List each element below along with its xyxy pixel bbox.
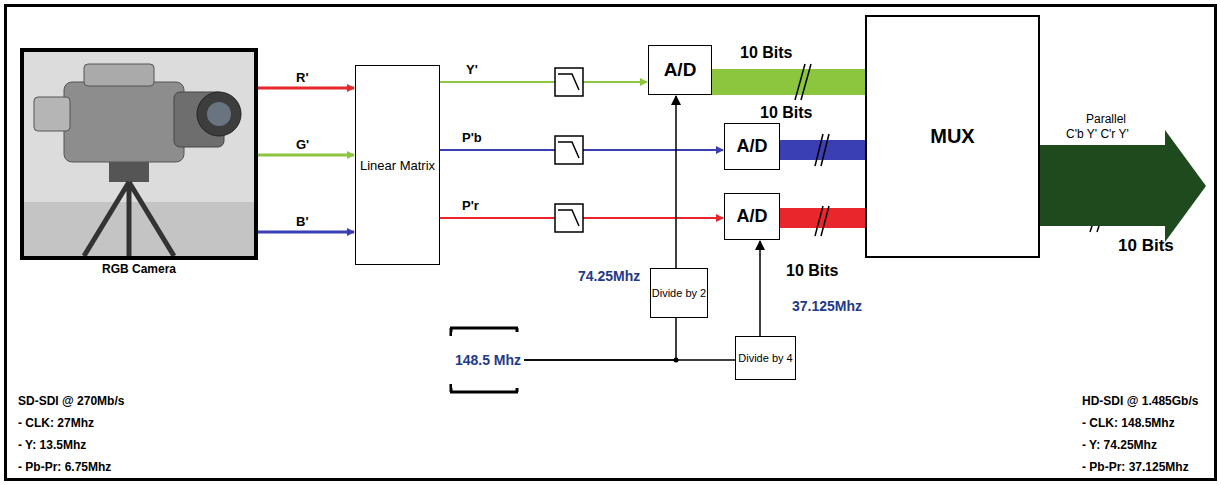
camera-box: RGB Camera	[20, 48, 258, 260]
node-text: Divide by 4	[738, 352, 792, 364]
node-text: A/D	[737, 136, 768, 157]
mux-box: MUX	[865, 15, 1040, 258]
edge-label: R'	[296, 70, 308, 85]
spec-heading: SD-SDI @ 270Mb/s	[18, 394, 124, 408]
node-text: A/D	[664, 59, 697, 81]
spec-line: - CLK: 27Mhz	[18, 416, 94, 430]
edge-label: 10 Bits	[760, 104, 812, 122]
clock-box: 148.5 Mhz	[452, 332, 524, 388]
node-text: Linear Matrix	[360, 158, 435, 173]
divider-box: Divide by 2	[650, 268, 708, 318]
spec-line: - Pb-Pr: 37.125Mhz	[1082, 460, 1189, 474]
spec-heading: HD-SDI @ 1.485Gb/s	[1082, 394, 1198, 408]
lowpass-filter	[555, 68, 583, 232]
adc-box: A/D	[724, 193, 780, 240]
bus-label: Parallel	[1086, 112, 1126, 126]
data-bus	[712, 69, 865, 95]
bus-label: C'b Y' C'r Y'	[1066, 127, 1129, 141]
data-bus	[780, 208, 865, 228]
signal-line	[440, 81, 647, 83]
node-text: Divide by 2	[652, 287, 706, 299]
clock-frequency: 37.125Mhz	[792, 298, 862, 314]
edge-label: Y'	[466, 62, 478, 77]
matrix-box: Linear Matrix	[355, 65, 440, 265]
output-bus-arrow	[1040, 130, 1206, 242]
edge-label: 10 Bits	[786, 262, 838, 280]
spec-line: - Y: 74.25Mhz	[1082, 438, 1157, 452]
junction-dot	[674, 358, 679, 363]
signal-line	[675, 96, 677, 268]
edge-label: G'	[296, 137, 309, 152]
signal-line	[258, 154, 354, 157]
node-text: A/D	[737, 206, 768, 227]
edge-label: P'b	[462, 130, 482, 145]
camera-illustration	[24, 52, 254, 256]
bus-width: 10 Bits	[1118, 236, 1174, 256]
signal-line	[524, 359, 735, 361]
adc-box: A/D	[648, 45, 712, 95]
adc-box: A/D	[724, 123, 780, 170]
clock-frequency: 74.25Mhz	[578, 268, 640, 284]
divider-box: Divide by 4	[735, 336, 796, 380]
edge-label: B'	[296, 214, 308, 229]
edge-label: 10 Bits	[740, 44, 792, 62]
node-text: 148.5 Mhz	[455, 352, 521, 368]
edge-label: P'r	[462, 198, 479, 213]
signal-line	[524, 318, 676, 360]
signal-line	[258, 87, 354, 90]
node-text: MUX	[930, 125, 974, 148]
spec-line: - CLK: 148.5Mhz	[1082, 416, 1175, 430]
spec-line: - Pb-Pr: 6.75Mhz	[18, 460, 111, 474]
signal-line	[258, 231, 354, 234]
signal-line	[759, 241, 761, 336]
spec-line: - Y: 13.5Mhz	[18, 438, 86, 452]
camera-caption: RGB Camera	[24, 262, 254, 276]
